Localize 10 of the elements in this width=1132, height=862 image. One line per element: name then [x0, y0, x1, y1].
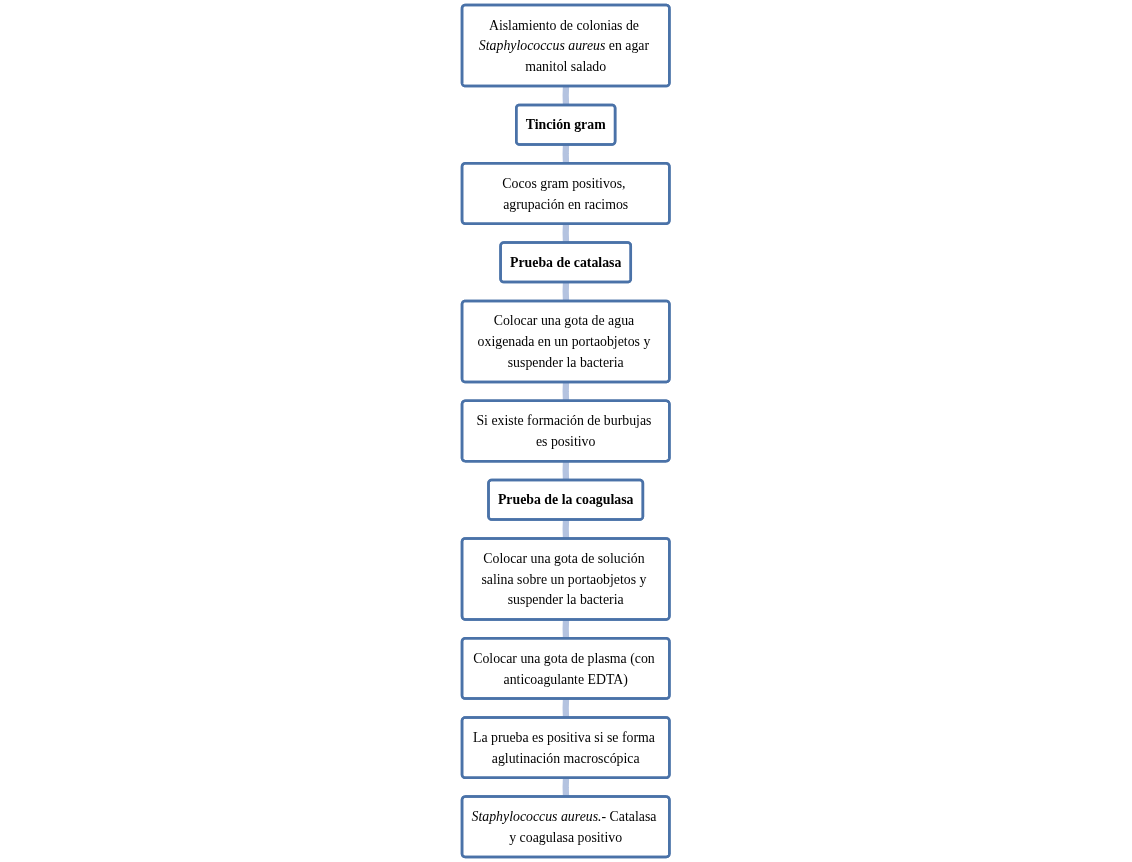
connector: [562, 144, 570, 164]
connector: [562, 382, 570, 402]
connector: [562, 86, 570, 106]
connector: [562, 223, 570, 243]
connector: [562, 282, 570, 302]
connector: [562, 519, 570, 539]
connector: [562, 698, 570, 718]
connector: [562, 619, 570, 639]
connector: [562, 461, 570, 481]
connector: [562, 778, 570, 798]
